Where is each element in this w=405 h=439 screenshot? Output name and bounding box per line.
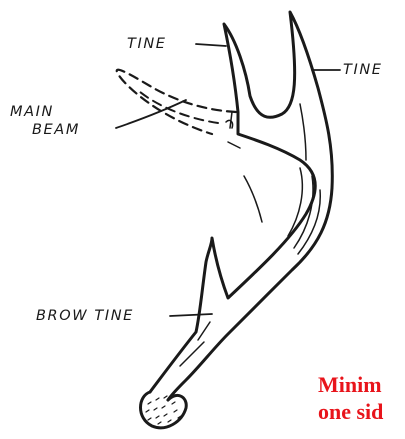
leader-brow-tine — [170, 314, 212, 316]
caption-line1: Minim — [318, 373, 382, 397]
label-brow-tine: BROW TINE — [36, 308, 134, 324]
label-tine-left: TINE — [127, 36, 167, 52]
caption-line2: one sid — [318, 400, 383, 424]
burr-texture — [146, 396, 181, 424]
shading-strokes — [180, 104, 320, 366]
leader-tine-left — [196, 44, 226, 46]
label-main-beam-line2: BEAM — [32, 122, 80, 138]
main-beam-dashed-outline — [117, 70, 236, 134]
label-main-beam-line1: MAIN — [10, 104, 54, 120]
antler-outline — [150, 12, 332, 400]
antler-burr — [141, 392, 187, 428]
leader-main-beam — [116, 100, 186, 128]
label-tine-right: TINE — [343, 62, 383, 78]
